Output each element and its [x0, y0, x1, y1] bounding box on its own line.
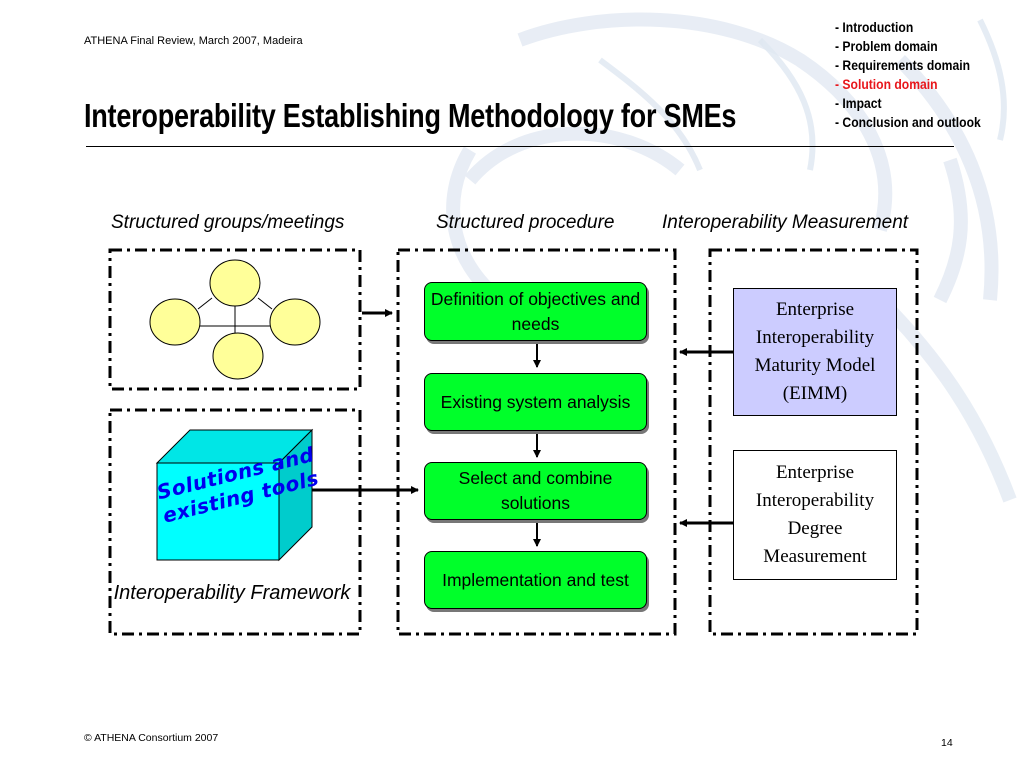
- procedure-container: [396, 248, 677, 636]
- step-definition-of-objectives: Definition of objectives and needs: [424, 282, 647, 341]
- column-heading-procedure: Structured procedure: [436, 212, 615, 233]
- copyright-footer: © ATHENA Consortium 2007: [84, 732, 219, 744]
- framework-label: Interoperability Framework: [113, 582, 351, 604]
- page-number: 14: [941, 737, 953, 749]
- nav-item-5: - Conclusion and outlook: [835, 115, 981, 130]
- column-heading-groups: Structured groups/meetings: [111, 212, 345, 233]
- measurement-container: [708, 248, 919, 636]
- event-caption: ATHENA Final Review, March 2007, Madeira: [84, 35, 303, 47]
- degree-measurement-box: Enterprise Interoperability Degree Measu…: [733, 450, 897, 580]
- step-select-and-combine: Select and combine solutions: [424, 462, 647, 520]
- nav-item-2: - Requirements domain: [835, 58, 971, 73]
- nav-item-3: - Solution domain: [835, 77, 938, 92]
- slide-title: Interoperability Establishing Methodolog…: [84, 97, 737, 134]
- participant-circle-left: [149, 298, 201, 346]
- participant-circle-top: [209, 259, 261, 307]
- nav-item-4: - Impact: [835, 96, 882, 111]
- title-rule: [86, 146, 954, 147]
- step-implementation-and-test: Implementation and test: [424, 551, 647, 609]
- groups-container: [108, 248, 362, 391]
- participant-circle-bottom: [212, 332, 264, 380]
- framework-container: [108, 408, 362, 636]
- meeting-group-graphic: [149, 259, 321, 380]
- eimm-box: Enterprise Interoperability Maturity Mod…: [733, 288, 897, 416]
- column-heading-measurement: Interoperability Measurement: [662, 212, 909, 233]
- step-existing-system-analysis: Existing system analysis: [424, 373, 647, 431]
- nav-item-1: - Problem domain: [835, 39, 938, 54]
- nav-item-0: - Introduction: [835, 20, 914, 35]
- section-nav: - Introduction - Problem domain - Requirem…: [835, 18, 981, 132]
- tools-cube: [155, 428, 314, 562]
- participant-circle-right: [269, 298, 321, 346]
